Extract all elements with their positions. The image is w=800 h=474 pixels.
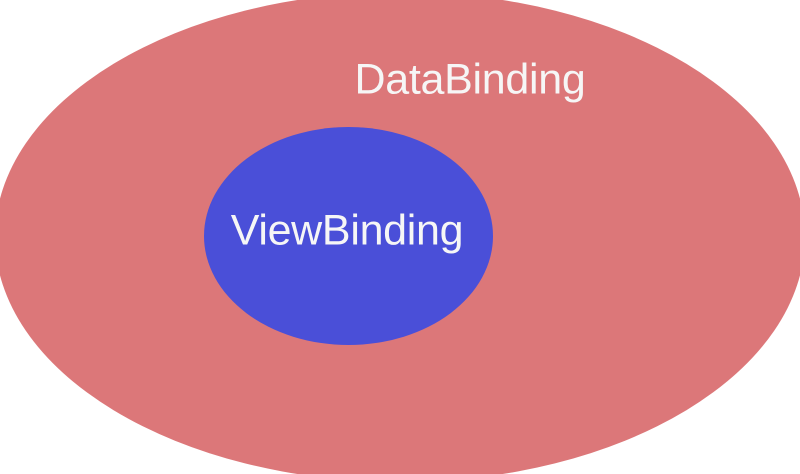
viewbinding-label: ViewBinding	[230, 206, 464, 255]
databinding-label: DataBinding	[354, 55, 586, 104]
viewbinding-set-ellipse	[204, 127, 493, 345]
